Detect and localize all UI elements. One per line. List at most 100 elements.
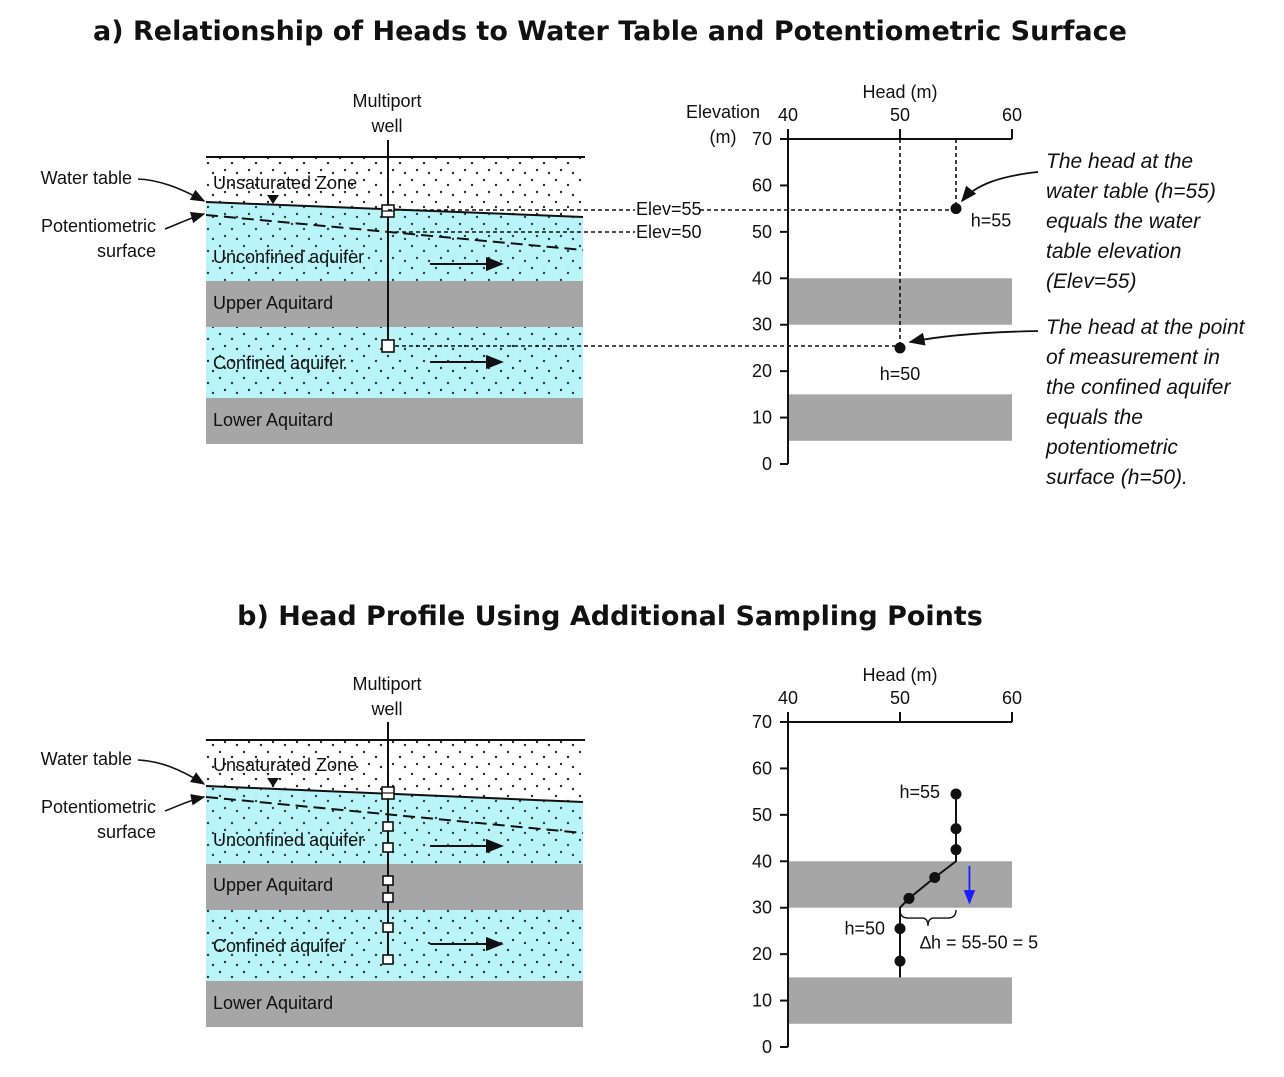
well-label-line1: Multiport xyxy=(352,91,421,111)
upper-aquitard xyxy=(206,864,583,910)
chart-b-aquitard-bands xyxy=(788,861,1012,1024)
sampling-port xyxy=(382,821,394,832)
note-water-table-line1: The head at the xyxy=(1046,150,1193,173)
note-confined-line3: the confined aquifer xyxy=(1046,376,1231,399)
aquitard-band xyxy=(788,977,1012,1024)
potentiometric-pointer xyxy=(164,794,206,812)
head-point xyxy=(929,872,941,884)
y-tick-label: 60 xyxy=(752,758,772,778)
chart-a-point-label-h55: h=55 xyxy=(971,211,1012,231)
layer-label-upper-aquitard: Upper Aquitard xyxy=(213,875,333,895)
note-confined-line2: of measurement in xyxy=(1046,346,1220,369)
y-tick-label: 70 xyxy=(752,712,772,732)
confined-aquifer-dots xyxy=(206,327,583,398)
note-water-table-line4: table elevation xyxy=(1046,240,1181,263)
well-label-line1: Multiport xyxy=(352,674,421,694)
y-tick-label: 30 xyxy=(752,315,772,335)
chart-a-y-axis-label-line1: Elevation xyxy=(686,102,760,122)
y-tick-label: 20 xyxy=(752,944,772,964)
elev-50-label: Elev=50 xyxy=(636,222,702,242)
water-table-pointer xyxy=(137,759,206,785)
y-tick-label: 50 xyxy=(752,805,772,825)
x-tick-label: 50 xyxy=(890,688,910,708)
upper-aquitard xyxy=(206,281,583,327)
potentiometric-surface-line xyxy=(205,214,584,251)
panel-a-notes: The head at the water table (h=55) equal… xyxy=(908,150,1246,489)
delta-h-brace xyxy=(899,910,957,927)
y-tick-label: 40 xyxy=(752,851,772,871)
note-water-table-line5: (Elev=55) xyxy=(1046,270,1136,293)
well-label-line2: well xyxy=(370,699,402,719)
water-table-pointer xyxy=(137,178,206,202)
y-tick-label: 50 xyxy=(752,222,772,242)
well-label-line2: well xyxy=(370,116,402,136)
y-tick-label: 40 xyxy=(752,268,772,288)
head-profile-line xyxy=(899,794,957,978)
layer-label-unconfined: Unconfined aquifer xyxy=(213,830,364,850)
y-tick-label: 10 xyxy=(752,408,772,428)
note-confined-line5: potentiometric xyxy=(1045,436,1178,459)
head-point xyxy=(950,823,962,835)
y-tick-label: 20 xyxy=(752,361,772,381)
y-tick-label: 0 xyxy=(762,454,772,474)
y-tick-label: 10 xyxy=(752,991,772,1011)
chart-b-x-axis-label: Head (m) xyxy=(862,665,937,685)
panel-b-head-profile-chart: 0 10 20 30 40 50 60 70 40 50 60 Head (m) h=55 h=50… xyxy=(752,665,1038,1057)
chart-a-marks xyxy=(894,203,962,354)
head-point xyxy=(894,342,906,354)
head-point xyxy=(950,203,962,215)
y-tick-label: 60 xyxy=(752,175,772,195)
y-tick-label: 0 xyxy=(762,1037,772,1057)
head-point xyxy=(950,844,962,856)
lower-aquitard xyxy=(206,981,583,1027)
layer-label-unsaturated: Unsaturated Zone xyxy=(213,755,357,775)
note-confined-pointer xyxy=(908,330,1039,346)
head-point xyxy=(894,955,906,967)
chart-a-axes: 0 10 20 30 40 50 60 70 40 50 60 xyxy=(752,105,1022,474)
chart-b-point-label-h55: h=55 xyxy=(899,782,940,802)
x-tick-label: 40 xyxy=(778,688,798,708)
layer-label-lower-aquitard: Lower Aquitard xyxy=(213,410,333,430)
potentiometric-surface-line xyxy=(205,796,584,834)
x-tick-label: 50 xyxy=(890,105,910,125)
water-table-triangle-icon xyxy=(267,778,279,787)
panel-b-title: b) Head Profile Using Additional Samplin… xyxy=(237,601,983,632)
water-table-label: Water table xyxy=(41,749,132,769)
potentiometric-label-line1: Potentiometric xyxy=(41,797,156,817)
chart-a-x-axis-label: Head (m) xyxy=(862,82,937,102)
panel-a-title: a) Relationship of Heads to Water Table … xyxy=(93,16,1127,47)
y-tick-label: 30 xyxy=(752,898,772,918)
confined-aquifer-dots xyxy=(206,910,583,981)
x-tick-label: 40 xyxy=(778,105,798,125)
note-water-table-line3: equals the water xyxy=(1046,210,1201,233)
chart-a-point-label-h50: h=50 xyxy=(880,364,921,384)
potentiometric-pointer xyxy=(164,212,206,230)
layer-label-confined: Confined aquifer xyxy=(213,936,345,956)
sampling-port xyxy=(382,954,394,965)
note-confined-line4: equals the xyxy=(1046,406,1143,429)
x-tick-label: 60 xyxy=(1002,105,1022,125)
sampling-port xyxy=(382,842,394,853)
chart-b-axes: 0 10 20 30 40 50 60 70 40 50 60 xyxy=(752,688,1022,1057)
panel-b-cross-section: Unsaturated Zone Unconfined aquifer Uppe… xyxy=(41,674,585,1027)
sampling-port xyxy=(382,875,394,886)
y-tick-label: 70 xyxy=(752,129,772,149)
sampling-port xyxy=(381,339,395,353)
layer-label-upper-aquitard: Upper Aquitard xyxy=(213,293,333,313)
chart-a-guides xyxy=(899,139,957,348)
x-tick-label: 60 xyxy=(1002,688,1022,708)
layer-label-confined: Confined aquifer xyxy=(213,353,345,373)
sampling-port xyxy=(382,892,394,903)
aquitard-band xyxy=(788,861,1012,908)
chart-a-y-axis-label-line2: (m) xyxy=(710,127,737,147)
note-water-table-line2: water table (h=55) xyxy=(1046,180,1216,203)
chart-b-point-label-h50: h=50 xyxy=(844,919,885,939)
note-confined-line1: The head at the point xyxy=(1046,316,1246,339)
chart-b-marks xyxy=(894,788,962,978)
panel-a-connectors xyxy=(395,209,955,347)
layer-label-unsaturated: Unsaturated Zone xyxy=(213,173,357,193)
head-point xyxy=(894,923,906,935)
chart-b-delta-h-label: ∆h = 55-50 = 5 xyxy=(920,933,1038,953)
